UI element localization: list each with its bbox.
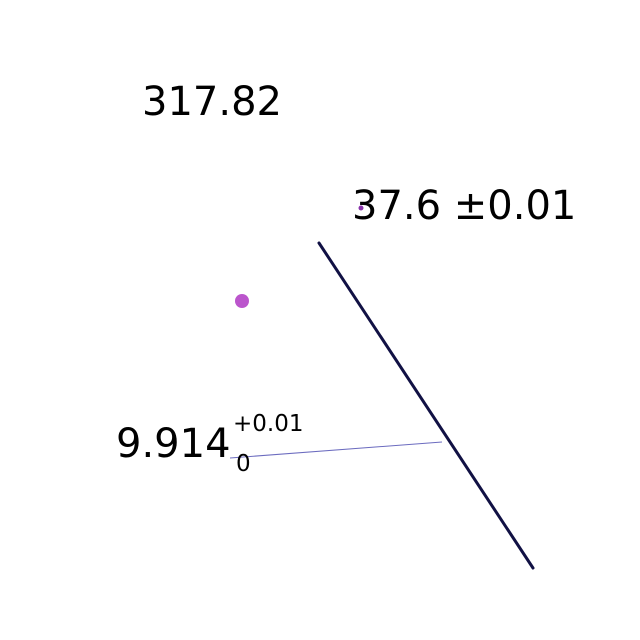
tolerance-upper: +0.01 <box>233 411 304 437</box>
dimension-label-right: 37.6 ±0.01 <box>352 183 577 229</box>
dimension-label-left: 9.914 <box>116 421 231 467</box>
dimension-label-top: 317.82 <box>142 79 282 125</box>
main-segment <box>317 241 535 570</box>
point-marker-small <box>358 205 364 211</box>
tolerance-lower: 0 <box>236 451 251 477</box>
point-marker <box>235 294 249 308</box>
dimension-leader-line <box>229 441 443 459</box>
